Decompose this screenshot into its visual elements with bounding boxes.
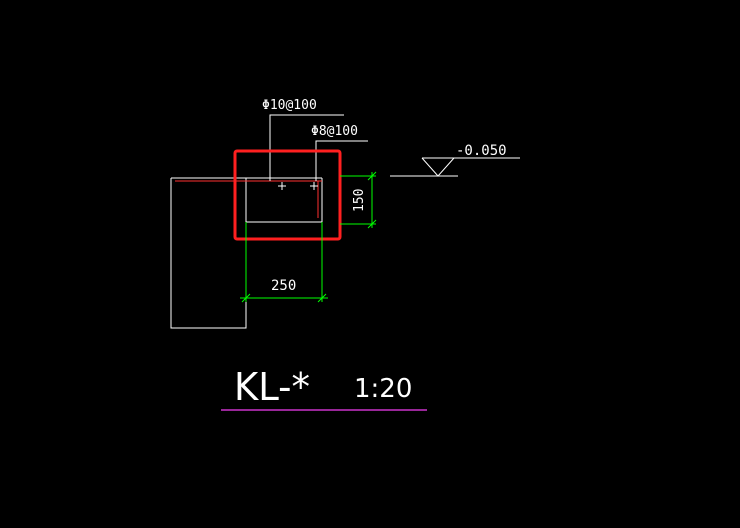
rebar-marker-2 [310, 182, 318, 190]
dimension-width [240, 222, 328, 303]
rebar-label-1: Φ10@100 [262, 98, 317, 113]
dimension-height [340, 171, 377, 229]
leader-line-rebar-2 [315, 140, 368, 181]
highlight-box[interactable] [233, 149, 342, 241]
elevation-label: -0.050 [456, 143, 507, 159]
rebar-marker-1 [278, 182, 286, 190]
dimension-height-label: 150 [352, 189, 367, 212]
dimension-width-label: 250 [271, 278, 296, 294]
leader-line-rebar-1 [269, 114, 344, 181]
title-name: KL-* [234, 365, 310, 409]
elevation-symbol [390, 157, 520, 177]
title-scale: 1:20 [354, 374, 412, 404]
beam-section-outline [245, 178, 323, 223]
rebar-label-2: Φ8@100 [311, 124, 358, 139]
